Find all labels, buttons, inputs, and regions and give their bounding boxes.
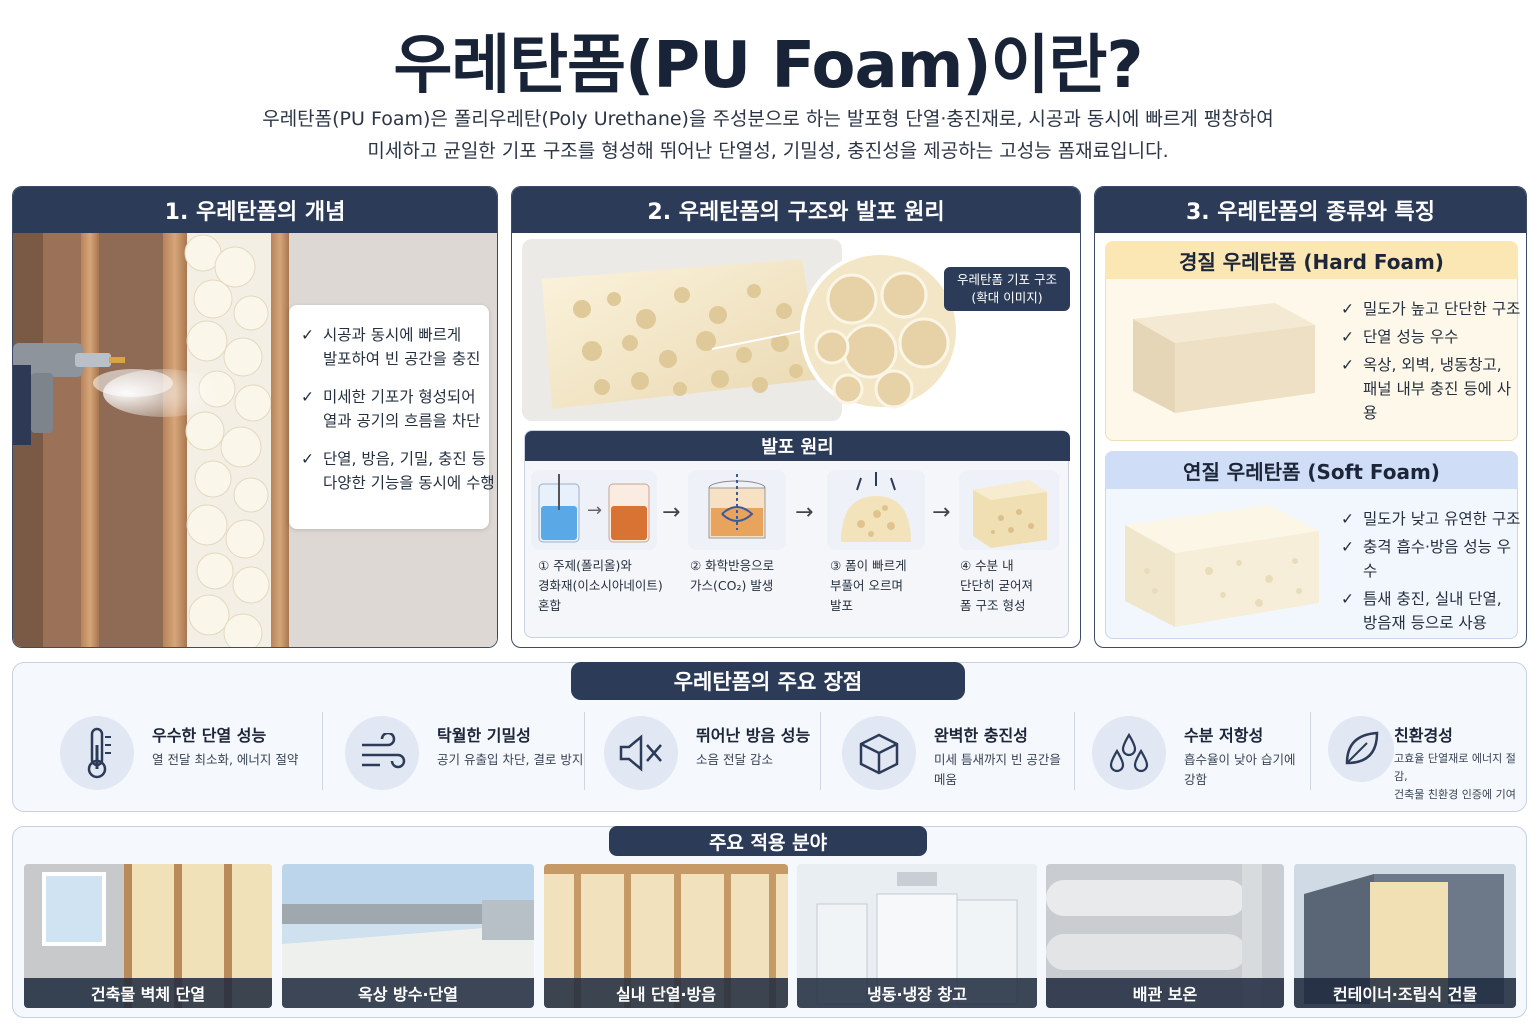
section-types-heading: 3. 우레탄폼의 종류와 특징: [1095, 187, 1526, 233]
applications-heading: 주요 적용 분야: [609, 826, 927, 856]
zoom-image-tag: 우레탄폼 기포 구조 (확대 이미지): [944, 267, 1070, 311]
expanding-foam-icon: [841, 472, 911, 542]
wall-spray-illustration: [13, 233, 497, 647]
concept-points: ✓시공과 동시에 빠르게 발포하여 빈 공간을 충진 ✓미세한 기포가 형성되어…: [301, 323, 497, 509]
svg-text:→: →: [587, 500, 602, 521]
beakers-icon: →: [538, 474, 650, 543]
divider: [322, 712, 323, 790]
section-structure-heading: 2. 우레탄폼의 구조와 발포 원리: [512, 187, 1080, 233]
soft-foam-points: ✓밀도가 낮고 유연한 구조 ✓충격 흡수·방음 성능 우수 ✓틈새 충진, 실…: [1341, 507, 1521, 639]
speaker-mute-icon: [604, 716, 678, 790]
step-1-visual: →: [531, 470, 657, 550]
section-concept: 1. 우레탄폼의 개념 ✓시공: [12, 186, 498, 648]
foaming-principle-heading: 발포 원리: [525, 431, 1070, 461]
application-cold-storage: 냉동·냉장 창고: [797, 864, 1037, 1008]
subtitle-line-1: 우레탄폼(PU Foam)은 폴리우레탄(Poly Urethane)을 주성분…: [262, 108, 1274, 130]
section-types: 3. 우레탄폼의 종류와 특징 경질 우레탄폼 (Hard Foam) ✓밀도가…: [1094, 186, 1527, 648]
hard-foam-title: 경질 우레탄폼 (Hard Foam): [1105, 241, 1518, 279]
hard-foam-point: ✓단열 성능 우수: [1341, 328, 1459, 346]
step-4-visual: [959, 470, 1059, 550]
cube-icon: [842, 716, 916, 790]
divider: [1310, 712, 1311, 790]
step-1-text: ① 주제(폴리올)와 경화재(이소시아네이트) 혼합: [538, 558, 663, 613]
concept-point: ✓시공과 동시에 빠르게 발포하여 빈 공간을 충진: [301, 326, 481, 368]
subtitle-line-2: 미세하고 균일한 기포 구조를 형성해 뛰어난 단열성, 기밀성, 충진성을 제…: [367, 140, 1169, 162]
section-concept-heading: 1. 우레탄폼의 개념: [13, 187, 497, 233]
hard-foam-point: ✓옥상, 외벽, 냉동창고, 패널 내부 충진 등에 사용: [1341, 356, 1512, 422]
foam-structure-illustration: [522, 239, 960, 421]
wind-icon: [345, 716, 419, 790]
advantage-item: 우수한 단열 성능 열 전달 최소화, 에너지 절약: [60, 706, 310, 800]
hard-foam-block: [1133, 303, 1315, 413]
arrow-icon: →: [932, 500, 951, 525]
soft-foam-point: ✓밀도가 낮고 유연한 구조: [1341, 510, 1521, 528]
concept-point: ✓단열, 방음, 기밀, 충진 등 다양한 기능을 동시에 수행: [301, 450, 495, 492]
soft-foam-point: ✓틈새 충진, 실내 단열, 방음재 등으로 사용: [1341, 590, 1502, 632]
soft-foam-block: [1125, 505, 1319, 627]
soft-foam-title: 연질 우레탄폼 (Soft Foam): [1105, 451, 1518, 489]
application-wall: 건축물 벽체 단열: [24, 864, 272, 1008]
step-4-text: ④ 수분 내 단단히 굳어져 폼 구조 형성: [960, 558, 1033, 613]
application-roof: 옥상 방수·단열: [282, 864, 534, 1008]
advantage-item: 친환경성 고효율 단열재로 에너지 절감, 건축물 친환경 인증에 기여: [1328, 706, 1524, 801]
thermometer-icon: [60, 716, 134, 790]
application-interior: 실내 단열·방음: [544, 864, 788, 1008]
hard-foam-point: ✓밀도가 높고 단단한 구조: [1341, 300, 1521, 318]
page-title: 우레탄폼(PU Foam)이란?: [393, 29, 1143, 103]
advantage-item: 탁월한 기밀성 공기 유출입 차단, 결로 방지: [345, 706, 585, 800]
advantages-heading: 우레탄폼의 주요 장점: [571, 662, 965, 700]
arrow-icon: →: [662, 500, 681, 525]
soft-foam-point: ✓충격 흡수·방음 성능 우수: [1341, 538, 1512, 580]
advantage-item: 뛰어난 방음 성능 소음 전달 감소: [604, 706, 814, 800]
concept-point: ✓미세한 기포가 형성되어 열과 공기의 흐름을 차단: [301, 388, 481, 430]
step-3-text: ③ 폼이 빠르게 부풀어 오르며 발포: [830, 558, 907, 613]
arrow-icon: →: [795, 500, 814, 525]
hard-foam-points: ✓밀도가 높고 단단한 구조 ✓단열 성능 우수 ✓옥상, 외벽, 냉동창고, …: [1341, 297, 1521, 429]
step-2-text: ② 화학반응으로 가스(CO₂) 발생: [690, 558, 775, 593]
advantage-item: 완벽한 충진성 미세 틈새까지 빈 공간을 메움: [842, 706, 1072, 800]
divider: [1074, 712, 1075, 790]
application-pipes: 배관 보온: [1046, 864, 1284, 1008]
roof-image: [282, 864, 534, 1008]
cured-foam-block-icon: [973, 480, 1047, 548]
step-3-visual: [827, 470, 925, 550]
step-2-visual: [688, 470, 786, 550]
concept-points-card: [289, 305, 489, 529]
droplets-icon: [1092, 716, 1166, 790]
reaction-beaker-icon: [708, 474, 766, 539]
divider: [820, 712, 821, 790]
leaf-icon: [1328, 716, 1394, 782]
application-container: 컨테이너·조립식 건물: [1294, 864, 1516, 1008]
advantage-item: 수분 저항성 흡수율이 낮아 습기에 강함: [1092, 706, 1308, 800]
divider: [584, 712, 585, 790]
spray-gun-icon: [13, 343, 125, 445]
